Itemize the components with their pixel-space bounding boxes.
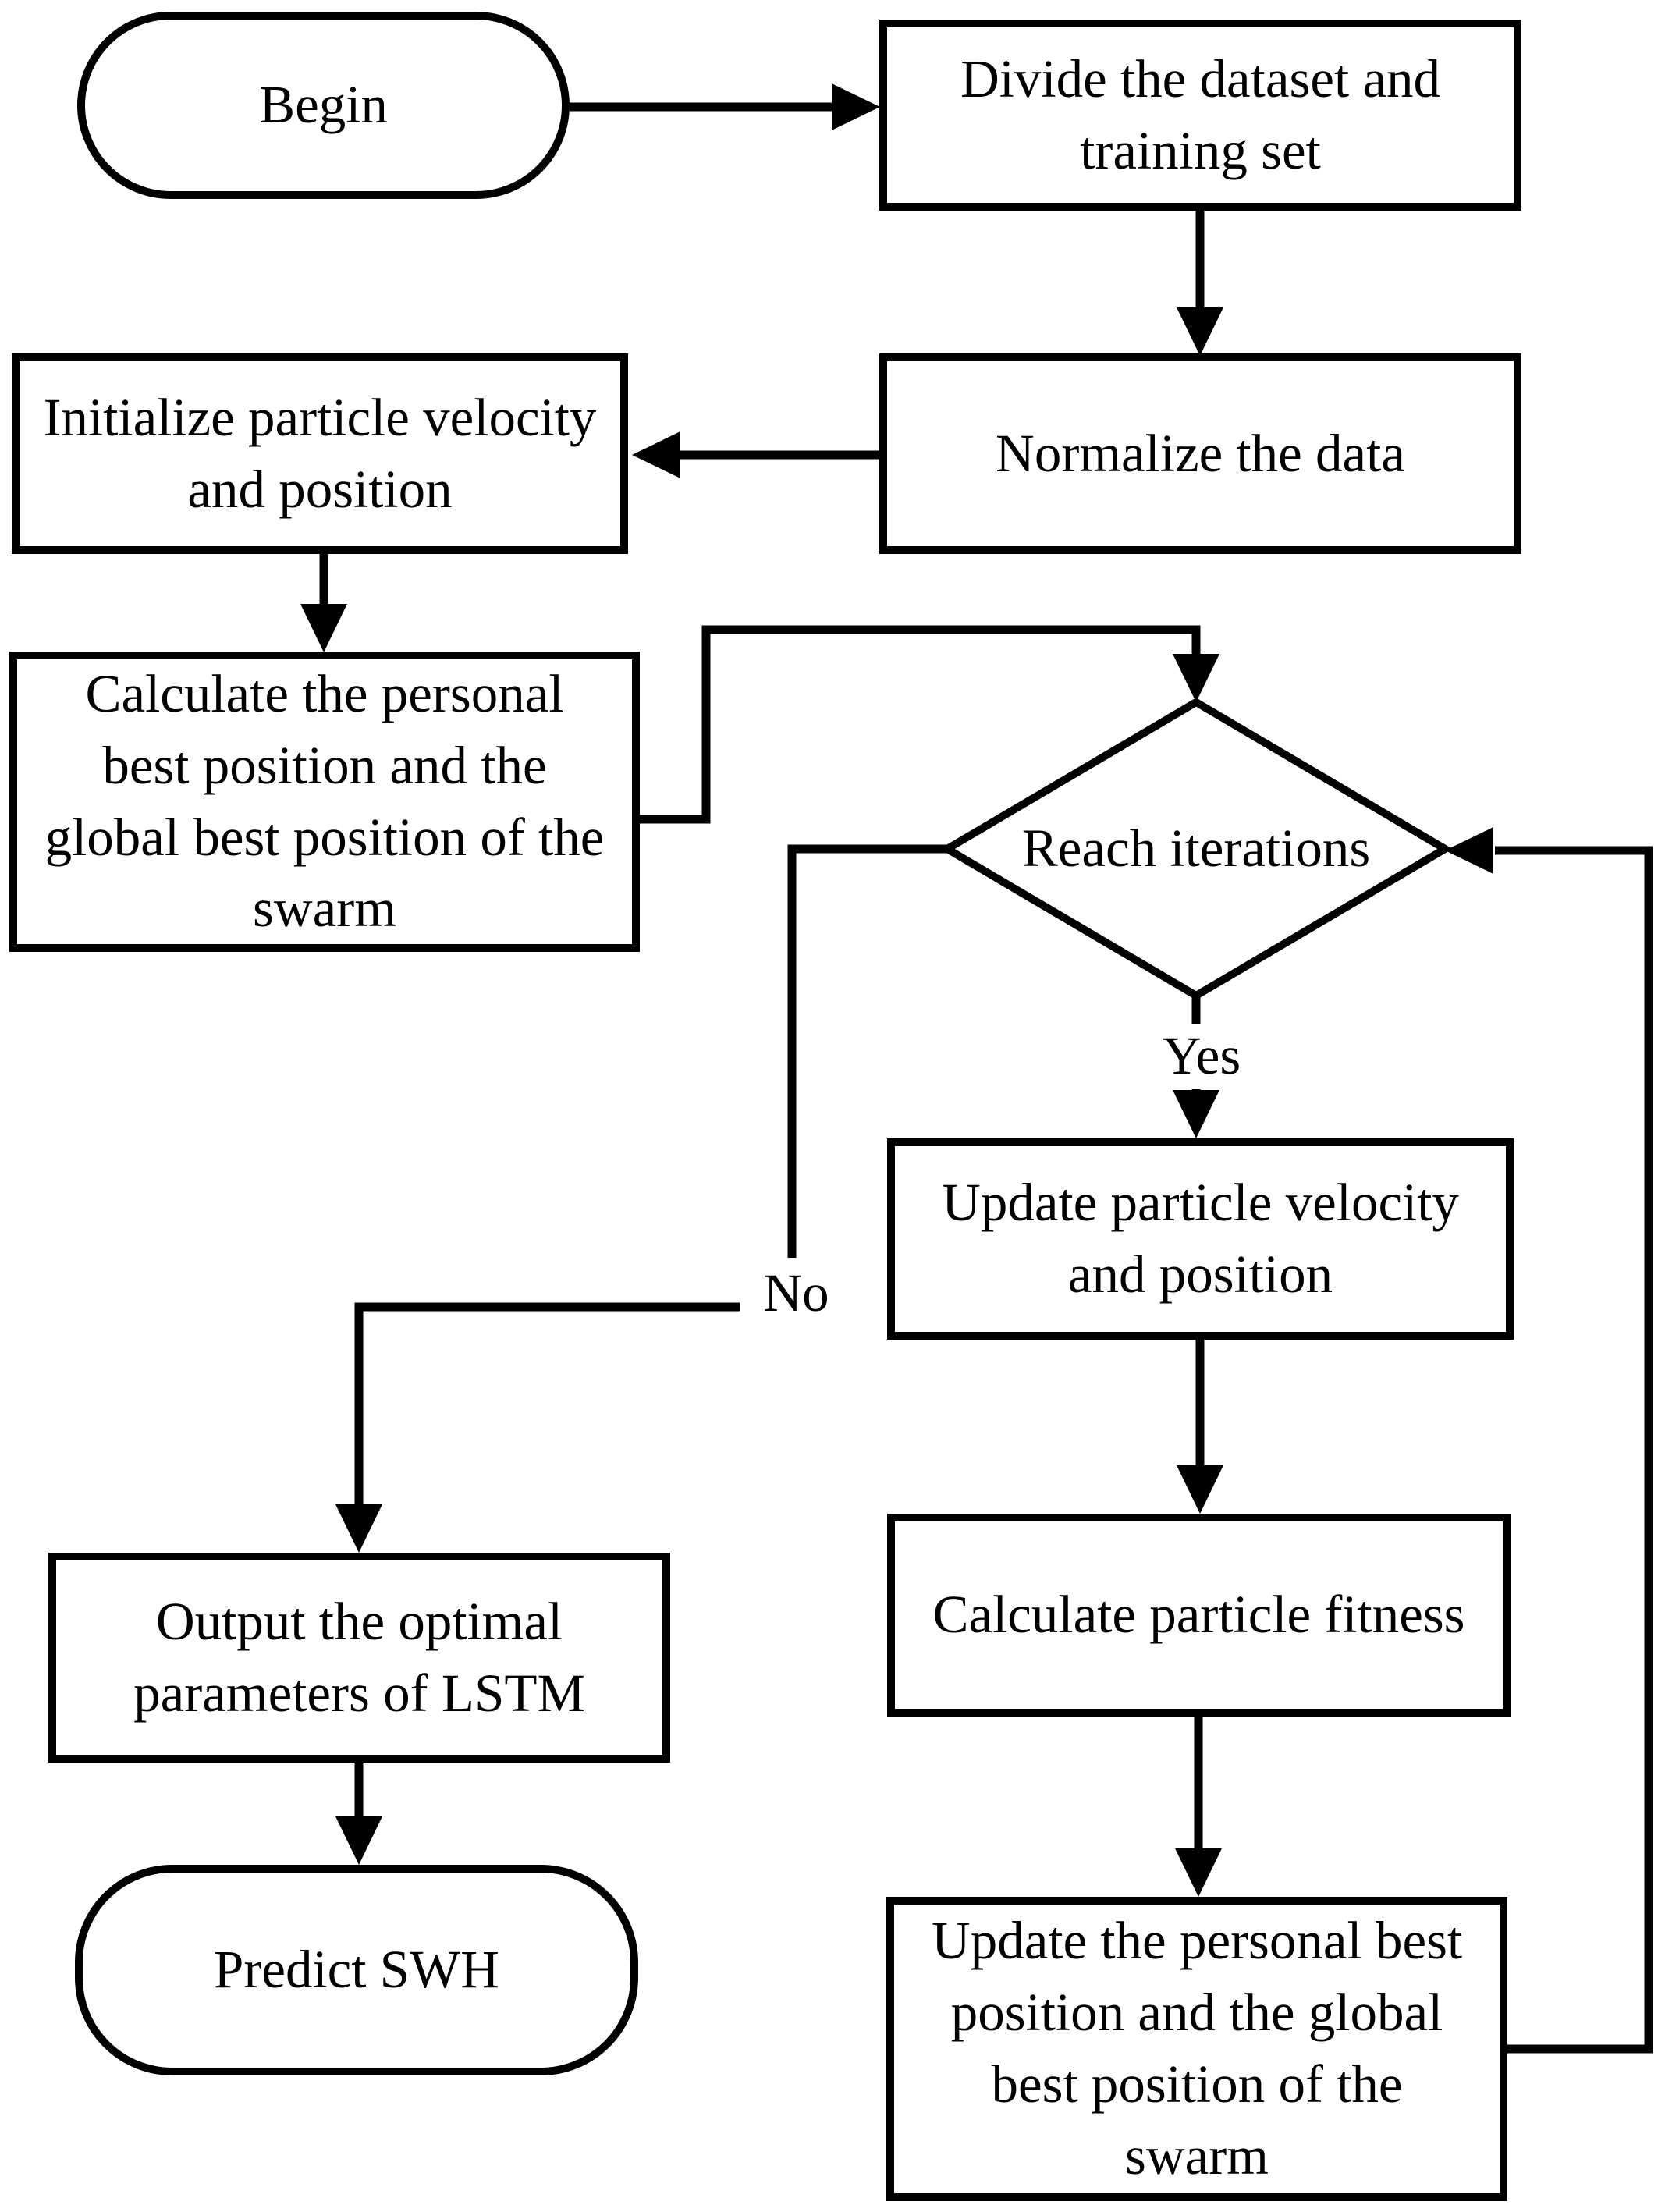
node-output-lstm-parameters: Output the optimal parameters of LSTM (48, 1553, 670, 1763)
node-divide-dataset: Divide the dataset and training set (879, 20, 1521, 211)
arrowhead-calcbest-reach (1173, 654, 1219, 702)
arrowhead-divide-normalize (1177, 307, 1223, 356)
node-calculate-best-position-label: Calculate the personal best position and… (44, 663, 605, 939)
node-predict-swh: Predict SWH (75, 1865, 638, 2075)
arrowhead-normalize-initialize (632, 431, 680, 478)
decision-diamond-shape (939, 698, 1453, 1000)
arrowhead-reach-output (335, 1504, 382, 1553)
edge-label-yes-text: Yes (1162, 1026, 1241, 1086)
arrowhead-begin-divide (832, 83, 880, 130)
edge-label-no: No (740, 1258, 853, 1330)
node-initialize-particles: Initialize particle velocity and positio… (12, 353, 628, 554)
edge-label-no-text: No (763, 1263, 829, 1323)
node-update-velocity-label: Update particle velocity and position (942, 1173, 1459, 1304)
arrowhead-updatebest-reach (1445, 827, 1493, 874)
edge-updatebest-reach (1495, 846, 1653, 2054)
edge-label-yes: Yes (1131, 1024, 1272, 1089)
node-output-lstm-parameters-label: Output the optimal parameters of LSTM (133, 1591, 585, 1723)
node-calculate-fitness-label: Calculate particle fitness (932, 1585, 1465, 1645)
arrowhead-reach-updatevelocity (1173, 1090, 1219, 1138)
node-begin: Begin (77, 12, 570, 199)
arrowhead-updatevelocity-calcfitness (1177, 1465, 1223, 1514)
node-normalize-data: Normalize the data (879, 353, 1521, 554)
arrowhead-calcfitness-updatebest (1175, 1848, 1222, 1897)
node-initialize-particles-label: Initialize particle velocity and positio… (43, 387, 597, 519)
node-reach-iterations: Reach iterations (1001, 810, 1391, 888)
arrowhead-output-predict (335, 1816, 382, 1865)
node-update-best-position-label: Update the personal best position and th… (931, 1911, 1463, 2185)
edge-calcbest-reach (636, 625, 1201, 824)
node-calculate-fitness: Calculate particle fitness (887, 1514, 1511, 1717)
node-begin-label: Begin (259, 75, 388, 135)
node-reach-iterations-label: Reach iterations (1021, 818, 1371, 879)
node-normalize-data-label: Normalize the data (996, 423, 1405, 483)
node-update-velocity: Update particle velocity and position (887, 1138, 1514, 1340)
node-divide-dataset-label: Divide the dataset and training set (960, 48, 1441, 180)
node-predict-swh-label: Predict SWH (213, 1940, 500, 2000)
arrowhead-initialize-calcbest (300, 604, 347, 652)
node-update-best-position: Update the personal best position and th… (886, 1897, 1507, 2201)
node-calculate-best-position: Calculate the personal best position and… (9, 652, 640, 952)
